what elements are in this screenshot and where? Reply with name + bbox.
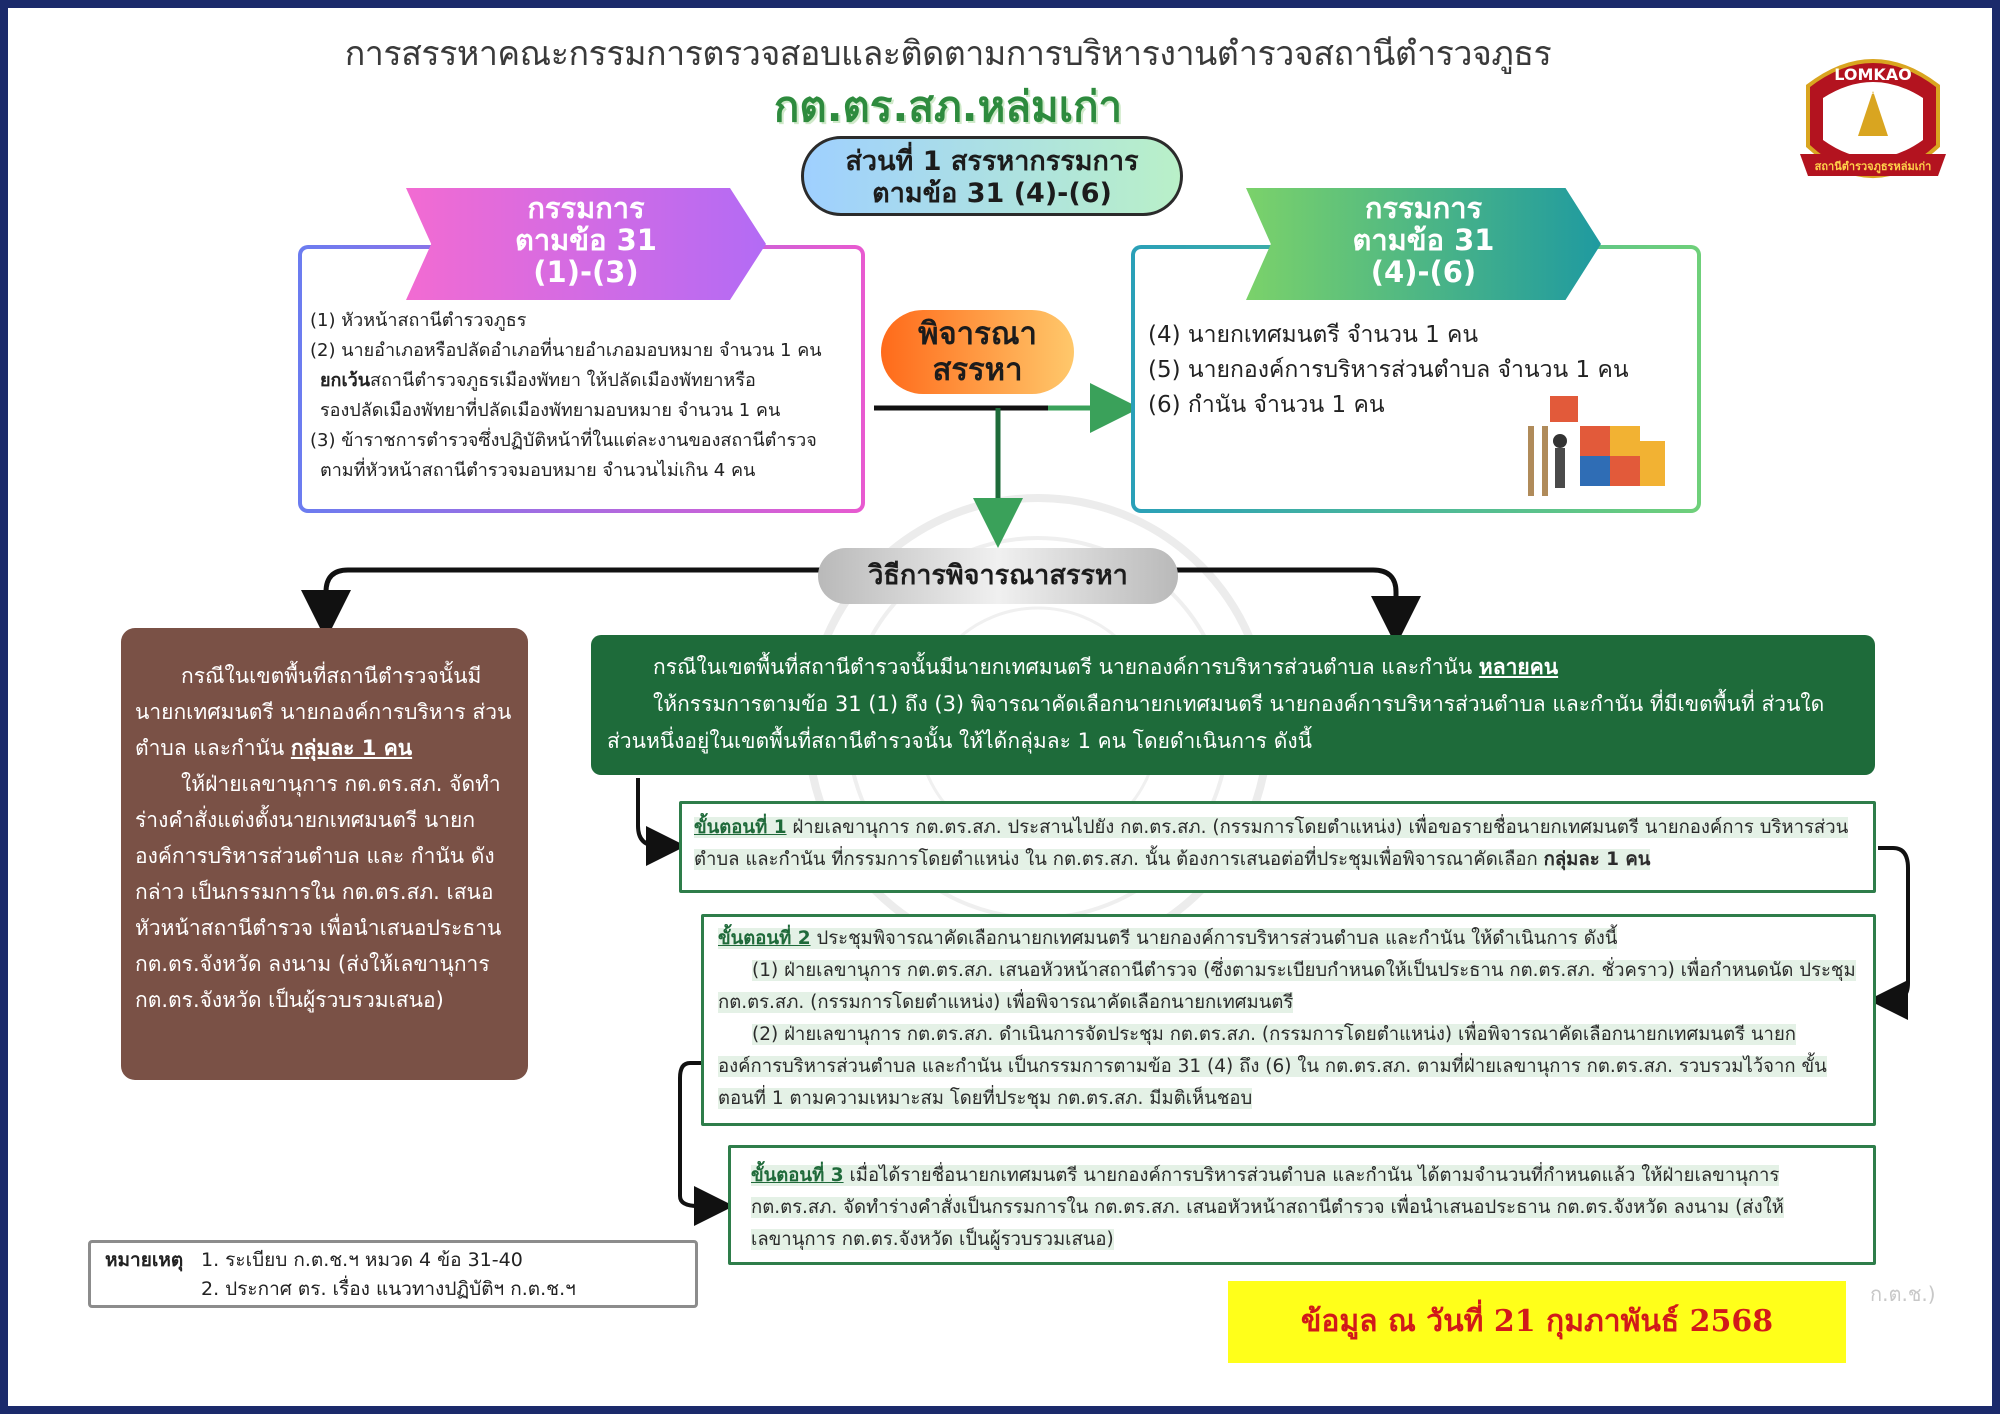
step-2-sub-1: (1) ฝ่ายเลขานุการ กต.ตร.สภ. เสนอหัวหน้าส… xyxy=(718,955,1859,1019)
arrow-step2-to-step3 xyxy=(678,1061,734,1226)
list-item: (5) นายกองค์การบริหารส่วนตำบล จำนวน 1 คน xyxy=(1148,357,1629,383)
step-3-content: ขั้นตอนที่ 3 เมื่อได้รายชื่อนายกเทศมนตรี… xyxy=(751,1165,1784,1250)
banner-line: กรรมการ xyxy=(527,191,645,225)
logo-text-small: LOMKAO POLICE STATION xyxy=(1841,90,1905,96)
banner-line: (1)-(3) xyxy=(533,255,639,289)
faint-footer-text: ก.ต.ช.) xyxy=(1870,1282,1936,1306)
committee-1-3-banner: กรรมการ ตามข้อ 31 (1)-(3) xyxy=(406,188,766,300)
note-text-1: 1. ระเบียบ ก.ต.ช.ฯ หมวด 4 ข้อ 31-40 xyxy=(201,1249,523,1271)
date-stamp: ข้อมูล ณ วันที่ 21 กุมภาพันธ์ 2568 xyxy=(1228,1281,1846,1363)
step-2-sub-2: (2) ฝ่ายเลขานุการ กต.ตร.สภ. ดำเนินการจัด… xyxy=(718,1019,1859,1115)
step-1-emphasis: กลุ่มละ 1 คน xyxy=(1543,849,1651,870)
step-3-box: ขั้นตอนที่ 3 เมื่อได้รายชื่อนายกเทศมนตรี… xyxy=(728,1145,1876,1265)
arrow-branch-right xyxy=(1176,567,1421,646)
multiple-person-case-box: กรณีในเขตพื้นที่สถานีตำรวจนั้นมีนายกเทศม… xyxy=(591,635,1875,775)
step-1-text: ฝ่ายเลขานุการ กต.ตร.สภ. ประสานไปยัง กต.ต… xyxy=(694,817,1849,870)
step-1-box: ขั้นตอนที่ 1 ฝ่ายเลขานุการ กต.ตร.สภ. ประ… xyxy=(679,801,1876,893)
step-2-label: ขั้นตอนที่ 2 xyxy=(718,928,811,949)
step-2-sub-1-text: (1) ฝ่ายเลขานุการ กต.ตร.สภ. เสนอหัวหน้าส… xyxy=(718,960,1856,1013)
banner-line: ตามข้อ 31 xyxy=(515,223,657,257)
list-item: (3) ข้าราชการตำรวจซึ่งปฏิบัติหน้าที่ในแต… xyxy=(310,430,817,451)
flow-connectors xyxy=(301,383,1910,1226)
step-3-label: ขั้นตอนที่ 3 xyxy=(751,1165,844,1186)
committee-4-6-banner: กรรมการ ตามข้อ 31 (4)-(6) xyxy=(1246,188,1601,300)
puzzle-illustration-icon xyxy=(1528,396,1665,496)
step-2-box: ขั้นตอนที่ 2 ประชุมพิจารณาคัดเลือกนายกเท… xyxy=(701,914,1876,1126)
logo-text-bottom: สถานีตำรวจภูธรหล่มเก่า xyxy=(1815,160,1932,174)
consider-line2: สรรหา xyxy=(932,352,1023,388)
committee-4-6-list: (4) นายกเทศมนตรี จำนวน 1 คน (5) นายกองค์… xyxy=(1148,318,1668,423)
consider-line1: พิจารณา xyxy=(918,316,1037,352)
step-2-sub-2-text: (2) ฝ่ายเลขานุการ กต.ตร.สภ. ดำเนินการจัด… xyxy=(718,1024,1827,1109)
single-person-case-box: กรณีในเขตพื้นที่สถานีตำรวจนั้นมี นายกเทศ… xyxy=(121,628,528,1080)
list-item-text: สถานีตำรวจภูธรเมืองพัทยา ให้ปลัดเมืองพัท… xyxy=(370,370,756,391)
list-item: (2) นายอำเภอหรือปลัดอำเภอที่นายอำเภอมอบห… xyxy=(310,340,822,361)
multi-case-emphasis: หลายคน xyxy=(1478,655,1559,679)
method-pill: วิธีการพิจารณาสรรหา xyxy=(818,548,1178,604)
list-item: ยกเว้นสถานีตำรวจภูธรเมืองพัทยา ให้ปลัดเม… xyxy=(310,366,860,396)
logo-text-top: LOMKAO xyxy=(1834,65,1912,84)
arrow-step1-to-step2 xyxy=(1868,846,1910,1020)
single-case-text: กรณีในเขตพื้นที่สถานีตำรวจนั้นมี นายกเทศ… xyxy=(135,664,512,760)
except-word: ยกเว้น xyxy=(320,370,371,391)
note-label: หมายเหตุ xyxy=(105,1249,184,1271)
step-1-label: ขั้นตอนที่ 1 xyxy=(694,817,787,838)
single-case-p1: กรณีในเขตพื้นที่สถานีตำรวจนั้นมี นายกเทศ… xyxy=(135,658,514,766)
police-station-logo: LOMKAO LOMKAO POLICE STATION สถานีตำรวจภ… xyxy=(1800,59,1946,178)
part-one-line2: ตามข้อ 31 (4)-(6) xyxy=(872,178,1112,209)
list-item: (4) นายกเทศมนตรี จำนวน 1 คน xyxy=(1148,322,1479,348)
arrow-to-step1 xyxy=(636,778,686,866)
consider-recruit-pill: พิจารณา สรรหา xyxy=(881,310,1074,394)
step-3-text: เมื่อได้รายชื่อนายกเทศมนตรี นายกองค์การบ… xyxy=(751,1165,1784,1250)
subtitle: กต.ตร.สภ.หล่มเก่า xyxy=(773,82,1123,131)
note-line-2: 2. ประกาศ ตร. เรื่อง แนวทางปฏิบัติฯ ก.ต.… xyxy=(201,1278,576,1300)
list-item: รองปลัดเมืองพัทยาที่ปลัดเมืองพัทยามอบหมา… xyxy=(320,400,781,421)
main-title: การสรรหาคณะกรรมการตรวจสอบและติดตามการบริ… xyxy=(344,34,1552,74)
list-item: ตามที่หัวหน้าสถานีตำรวจมอบหมาย จำนวนไม่เ… xyxy=(320,460,756,481)
multi-case-p1: กรณีในเขตพื้นที่สถานีตำรวจนั้นมีนายกเทศม… xyxy=(607,649,1859,686)
banner-line: กรรมการ xyxy=(1364,191,1483,225)
single-case-emphasis: กลุ่มละ 1 คน xyxy=(290,736,413,760)
committee-1-3-list: (1) หัวหน้าสถานีตำรวจภูธร (2) นายอำเภอหร… xyxy=(310,306,860,486)
banner-line: (4)-(6) xyxy=(1370,255,1477,289)
step-1-content: ขั้นตอนที่ 1 ฝ่ายเลขานุการ กต.ตร.สภ. ประ… xyxy=(694,817,1849,870)
page: { "header": { "title": "การสรรหาคณะกรรมก… xyxy=(8,8,1992,1406)
multi-case-p2: ให้กรรมการตามข้อ 31 (1) ถึง (3) พิจารณาค… xyxy=(607,692,1825,753)
part-one-line1: ส่วนที่ 1 สรรหากรรมการ xyxy=(845,146,1139,177)
banner-line: ตามข้อ 31 xyxy=(1352,223,1495,257)
step-2-text: ประชุมพิจารณาคัดเลือกนายกเทศมนตรี นายกอง… xyxy=(810,928,1618,949)
part-one-pill: ส่วนที่ 1 สรรหากรรมการ ตามข้อ 31 (4)-(6) xyxy=(801,136,1183,216)
single-case-p2: ให้ฝ่ายเลขานุการ กต.ตร.สภ. จัดทำร่างคำสั… xyxy=(135,772,502,1012)
note-line-1: หมายเหตุ 1. ระเบียบ ก.ต.ช.ฯ หมวด 4 ข้อ 31… xyxy=(105,1246,681,1275)
step-2-intro: ขั้นตอนที่ 2 ประชุมพิจารณาคัดเลือกนายกเท… xyxy=(718,923,1859,955)
arrow-branch-left xyxy=(301,567,820,640)
note-box: หมายเหตุ 1. ระเบียบ ก.ต.ช.ฯ หมวด 4 ข้อ 31… xyxy=(88,1240,698,1308)
list-item: (6) กำนัน จำนวน 1 คน xyxy=(1148,392,1385,418)
list-item: (1) หัวหน้าสถานีตำรวจภูธร xyxy=(310,310,527,331)
multi-case-text: กรณีในเขตพื้นที่สถานีตำรวจนั้นมีนายกเทศม… xyxy=(653,655,1479,679)
